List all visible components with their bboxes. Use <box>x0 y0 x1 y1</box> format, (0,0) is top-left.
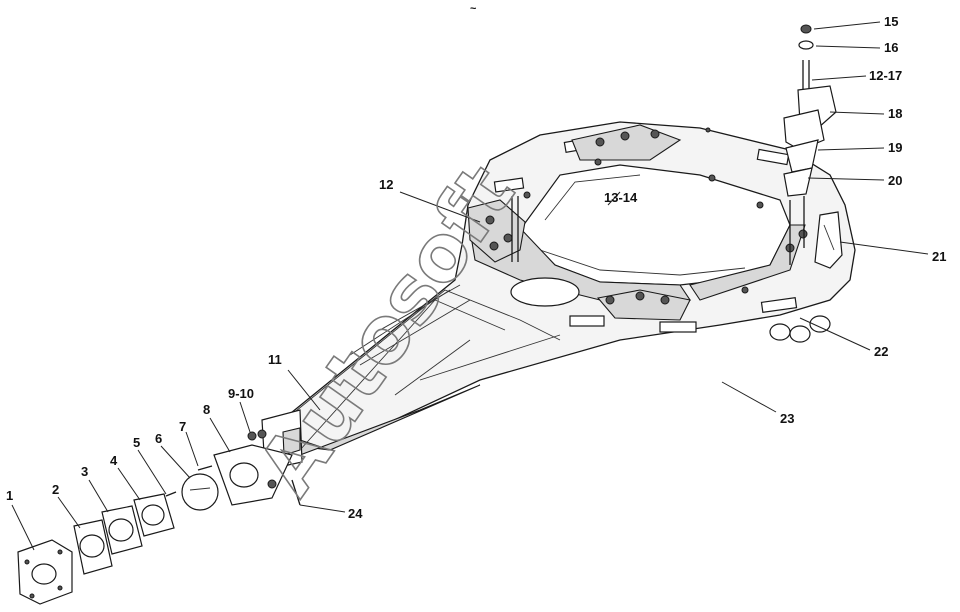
callout-15: 15 <box>884 14 898 29</box>
main-frame <box>268 121 856 456</box>
callout-20: 20 <box>888 173 902 188</box>
callout-5: 5 <box>133 435 140 450</box>
callout-16: 16 <box>884 40 898 55</box>
callout-19: 19 <box>888 140 902 155</box>
exploded-hitch-parts <box>17 429 301 605</box>
leader-lines <box>11 21 929 551</box>
callout-12: 12 <box>379 177 393 192</box>
callout-12-17: 12-17 <box>869 68 902 83</box>
callout-4: 4 <box>110 453 118 468</box>
callout-2: 2 <box>52 482 59 497</box>
callout-9-10: 9-10 <box>228 386 254 401</box>
callout-18: 18 <box>888 106 902 121</box>
callout-21: 21 <box>932 249 946 264</box>
callout-13-14: 13-14 <box>604 190 638 205</box>
callout-23: 23 <box>780 411 794 426</box>
upright-assembly <box>783 24 837 197</box>
header-mark: ~ <box>470 3 477 15</box>
callout-6: 6 <box>155 431 162 446</box>
callout-7: 7 <box>179 419 186 434</box>
callout-8: 8 <box>203 402 210 417</box>
callout-1: 1 <box>6 488 13 503</box>
callout-labels: 1 2 3 4 5 6 7 8 9-10 11 12 13-14 15 16 1… <box>6 14 946 521</box>
callout-24: 24 <box>348 506 363 521</box>
callout-3: 3 <box>81 464 88 479</box>
callout-11: 11 <box>268 352 282 367</box>
callout-22: 22 <box>874 344 888 359</box>
